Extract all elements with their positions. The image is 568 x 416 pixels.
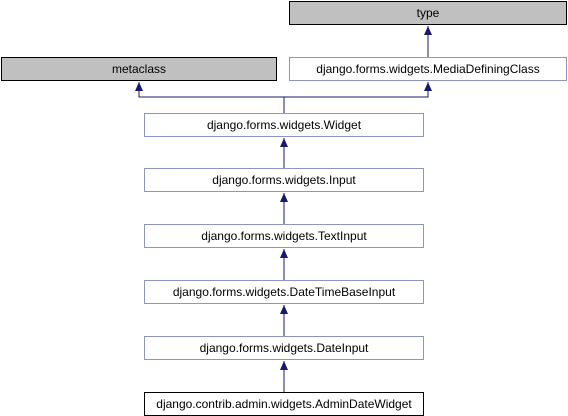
edge-widget-to-metaclass: [135, 82, 285, 113]
node-type[interactable]: type: [289, 1, 567, 25]
node-widget[interactable]: django.forms.widgets.Widget: [144, 113, 424, 137]
node-metaclass[interactable]: metaclass: [1, 57, 277, 81]
node-date-input[interactable]: django.forms.widgets.DateInput: [144, 336, 424, 360]
edge-widget-to-media-defining-class: [283, 82, 432, 113]
node-text-input[interactable]: django.forms.widgets.TextInput: [144, 224, 424, 248]
node-date-time-base-input[interactable]: django.forms.widgets.DateTimeBaseInput: [144, 280, 424, 304]
node-media-defining-class[interactable]: django.forms.widgets.MediaDefiningClass: [289, 57, 567, 81]
node-input[interactable]: django.forms.widgets.Input: [144, 168, 424, 192]
node-admin-date-widget: django.contrib.admin.widgets.AdminDateWi…: [144, 392, 424, 416]
